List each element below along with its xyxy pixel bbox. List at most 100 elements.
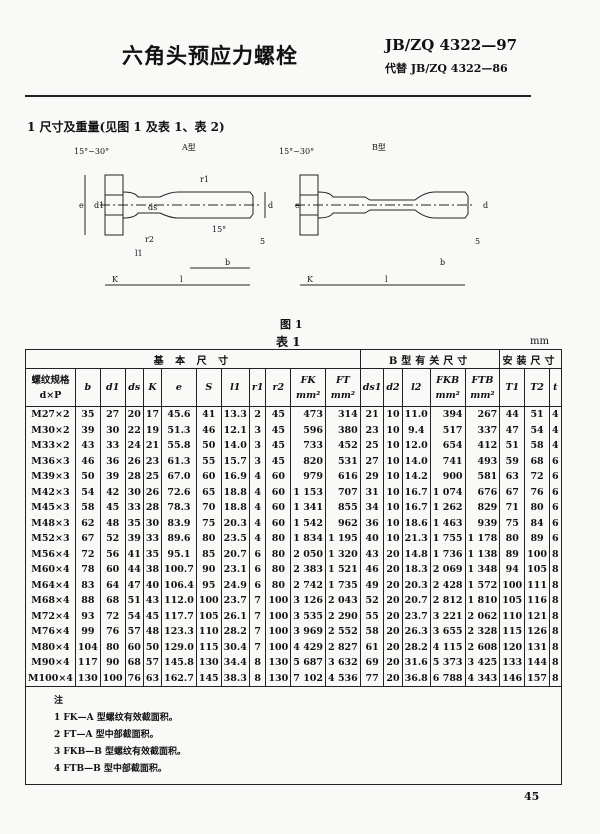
value-cell: 100: [195, 593, 222, 609]
value-cell: 100: [265, 624, 292, 640]
thread-spec-cell: M27×2: [25, 406, 76, 423]
value-cell: 3: [248, 438, 267, 454]
value-cell: 979: [290, 469, 327, 485]
value-cell: 4: [549, 422, 562, 438]
table-caption: 表 1: [276, 335, 301, 349]
value-cell: 380: [325, 422, 361, 438]
value-cell: 8: [248, 670, 267, 687]
value-cell: 50: [195, 438, 222, 454]
value-cell: 3 969: [290, 624, 327, 640]
svg-text:e: e: [295, 201, 300, 210]
value-cell: 20: [383, 670, 403, 687]
svg-text:d: d: [483, 201, 488, 210]
thread-spec-cell: M48×3: [25, 515, 76, 531]
value-cell: 26.3: [401, 624, 431, 640]
value-cell: 5 373: [429, 655, 466, 671]
value-cell: 8: [549, 624, 562, 640]
value-cell: 83: [74, 577, 101, 593]
value-cell: 33: [99, 438, 126, 454]
type-a-drawing: A型 15°~30° e d1 ds d K l l1 b r1 r2 5 15…: [74, 143, 273, 286]
value-cell: 115: [195, 639, 222, 655]
thread-spec-cell: M30×2: [25, 422, 76, 438]
value-cell: 8: [549, 639, 562, 655]
svg-text:b: b: [225, 258, 230, 267]
value-cell: 43: [74, 438, 101, 454]
svg-text:l: l: [385, 275, 388, 284]
value-cell: 18.6: [401, 515, 431, 531]
value-cell: 162.7: [161, 670, 197, 687]
value-cell: 104: [74, 639, 101, 655]
value-cell: 105: [499, 593, 526, 609]
value-cell: 60: [265, 469, 292, 485]
angle-label-b: 15°~30°: [279, 147, 314, 156]
note-4: 4 FTB—B 型中部截面积。: [54, 764, 167, 774]
value-cell: 110: [499, 608, 526, 624]
value-cell: 20.7: [220, 546, 250, 562]
value-cell: 45: [265, 453, 292, 469]
column-header: FKB mm²: [429, 368, 466, 407]
value-cell: 51: [524, 406, 550, 423]
thread-spec-cell: M90×4: [25, 655, 76, 671]
value-cell: 71: [499, 500, 526, 516]
value-cell: 1 463: [429, 515, 466, 531]
bolt-drawings: A型 15°~30° e d1 ds d K l l1 b r1 r2 5 15…: [74, 143, 488, 286]
value-cell: 39: [99, 469, 126, 485]
value-cell: 88: [74, 593, 101, 609]
value-cell: 1 755: [429, 531, 466, 547]
value-cell: 19: [142, 422, 163, 438]
value-cell: 1 834: [290, 531, 327, 547]
note-1: 1 FK—A 型螺纹有效截面积。: [54, 713, 178, 723]
value-cell: 1 348: [464, 562, 501, 578]
value-cell: 85: [195, 546, 222, 562]
value-cell: 39: [124, 531, 144, 547]
value-cell: 80: [265, 562, 292, 578]
value-cell: 18.8: [220, 500, 250, 516]
value-cell: 68: [124, 655, 144, 671]
document-title: 六角头预应力螺栓: [122, 44, 298, 68]
value-cell: 7 102: [290, 670, 327, 687]
value-cell: 145.8: [161, 655, 197, 671]
value-cell: 4 429: [290, 639, 327, 655]
value-cell: 64: [99, 577, 126, 593]
value-cell: 10: [383, 453, 403, 469]
value-cell: 2 328: [464, 624, 501, 640]
value-cell: 1 153: [290, 484, 327, 500]
value-cell: 8: [248, 655, 267, 671]
value-cell: 16.7: [401, 500, 431, 516]
value-cell: 394: [429, 406, 466, 423]
value-cell: 4 343: [464, 670, 501, 687]
value-cell: 130: [265, 670, 292, 687]
value-cell: 616: [325, 469, 361, 485]
value-cell: 676: [464, 484, 501, 500]
value-cell: 65: [195, 484, 222, 500]
value-cell: 1 572: [464, 577, 501, 593]
value-cell: 10: [383, 406, 403, 423]
thread-spec-cell: M36×3: [25, 453, 76, 469]
value-cell: 23.1: [220, 562, 250, 578]
column-header: b: [74, 368, 101, 407]
value-cell: 52: [359, 593, 385, 609]
value-cell: 90: [195, 562, 222, 578]
value-cell: 20.7: [401, 593, 431, 609]
value-cell: 12.1: [220, 422, 250, 438]
value-cell: 18.8: [220, 484, 250, 500]
column-header: FK mm²: [290, 368, 327, 407]
value-cell: 95: [195, 577, 222, 593]
value-cell: 46: [359, 562, 385, 578]
value-cell: 51: [499, 438, 526, 454]
group-installation-dimensions: 安装尺寸: [499, 349, 562, 369]
value-cell: 36: [359, 515, 385, 531]
svg-text:l: l: [180, 275, 183, 284]
column-header: t: [549, 368, 562, 407]
value-cell: 28: [124, 469, 144, 485]
value-cell: 23.7: [401, 608, 431, 624]
value-cell: 63: [142, 670, 163, 687]
value-cell: 654: [429, 438, 466, 454]
